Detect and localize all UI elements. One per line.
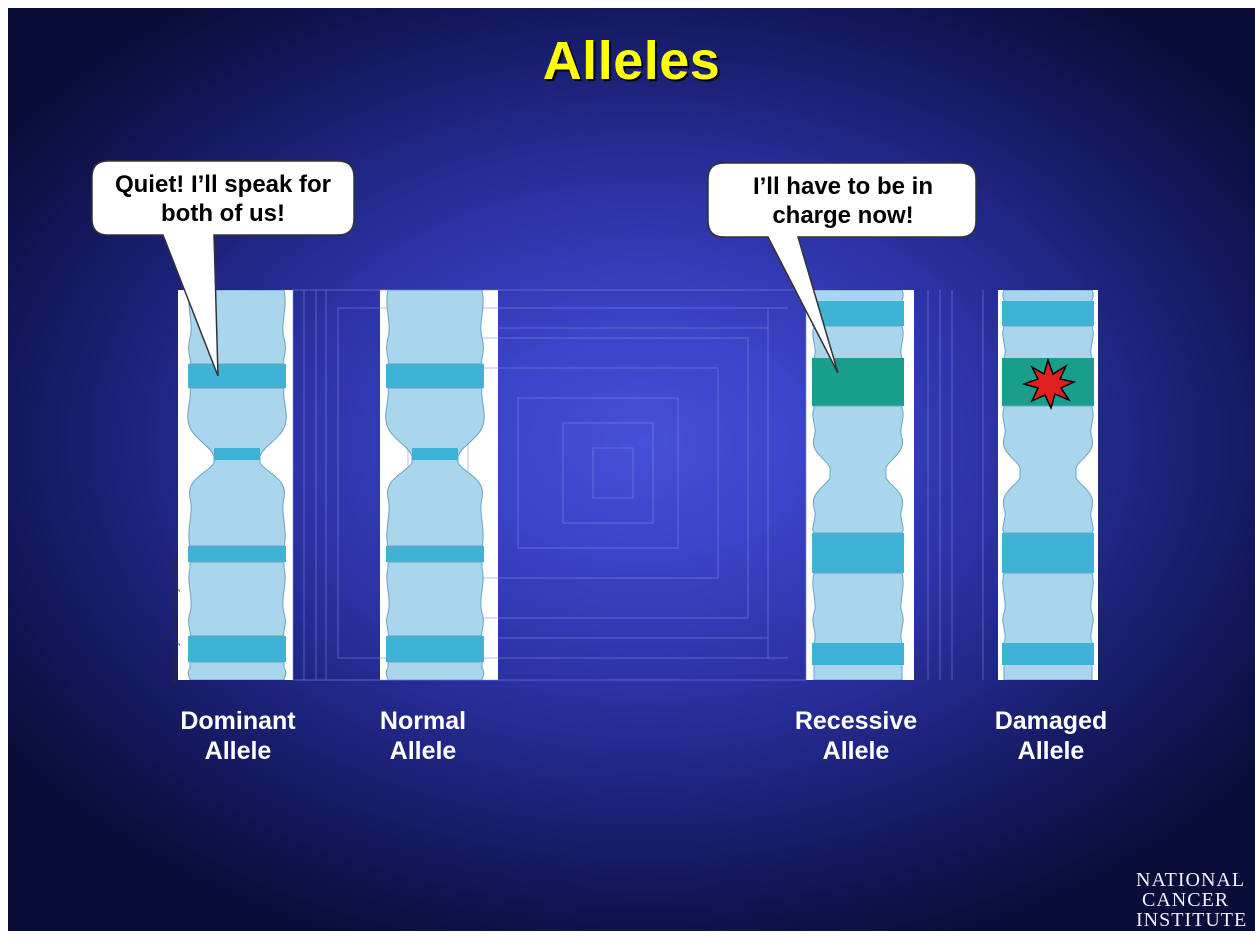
logo-line-3: INSTITUTE: [1136, 909, 1248, 931]
logo-line-1: NATIONAL: [1136, 869, 1246, 891]
bubble-text-dominant: Quiet! I’ll speak for both of us!: [114, 171, 332, 227]
chromosome-normal: [385, 290, 485, 680]
speech-bubble-dominant: [91, 160, 355, 377]
label-dominant-allele: Dominant Allele: [180, 707, 296, 765]
label-normal-allele: Normal Allele: [379, 707, 467, 765]
label-recessive-allele: Recessive Allele: [794, 707, 918, 765]
damage-burst-icon: [1021, 357, 1077, 411]
allele-illustration: [91, 160, 1098, 681]
slide-title: Alleles: [542, 31, 721, 91]
chromosome-dominant: [187, 290, 287, 680]
chromosome-damaged: [1002, 290, 1094, 680]
artwork-credit: Artwork by Jeanne Kelly © 2001.: [170, 553, 180, 684]
chromosome-recessive: [812, 290, 904, 680]
bubble-text-recessive: I’ll have to be in charge now!: [752, 173, 934, 229]
label-damaged-allele: Damaged Allele: [994, 707, 1108, 765]
logo-line-2: CANCER: [1142, 889, 1230, 911]
speech-bubble-recessive: [707, 162, 977, 374]
nci-logo: NATIONAL CANCER INSTITUTE: [1136, 870, 1255, 930]
slide: Alleles: [8, 8, 1255, 931]
tunnel-lines: [292, 289, 984, 681]
gene-band-recessive: [812, 358, 904, 406]
